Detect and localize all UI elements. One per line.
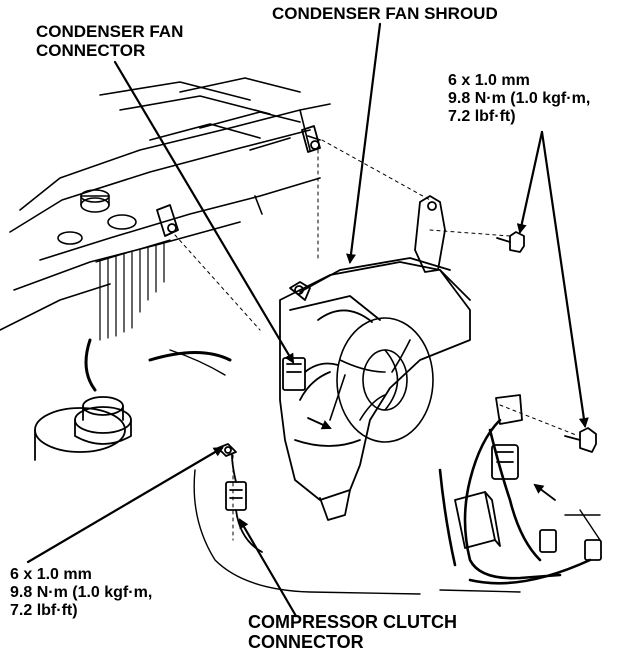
radiator-bracket-left <box>156 204 179 237</box>
fan-arrow <box>307 417 332 430</box>
bolt-spec-bottom-size: 6 x 1.0 mm <box>10 566 92 583</box>
harness-arrow <box>533 483 556 501</box>
bolt-spec-top-torque-metric: 9.8 N·m (1.0 kgf·m, <box>448 89 591 107</box>
harness-left <box>84 338 232 392</box>
radiator-fins <box>95 239 171 341</box>
bolt-spec-bottom-torque-imperial: 7.2 lbf·ft) <box>10 601 78 619</box>
bolt-spec-bottom-label: 6 x 1.0 mm 9.8 N·m (1.0 kgf·m, 7.2 lbf·f… <box>10 566 152 620</box>
reservoir-cap <box>34 396 132 461</box>
bolt-spec-top-torque-imperial: 7.2 lbf·ft) <box>448 107 516 125</box>
bolt-spec-top-size: 6 x 1.0 mm <box>448 72 530 89</box>
compressor-clutch-connector-label-line: CONNECTOR <box>248 632 364 653</box>
bolt-spec-bottom-torque-metric: 9.8 N·m (1.0 kgf·m, <box>10 583 153 601</box>
radiator-mounts <box>57 189 137 245</box>
condenser-fan-connector-label-line: CONNECTOR <box>36 41 146 61</box>
lower-housing <box>169 349 601 595</box>
condenser-fan-connector-label: CONDENSER FAN CONNECTOR <box>36 22 183 60</box>
bolt-upper <box>496 231 525 253</box>
bolt-lower <box>564 427 597 453</box>
compressor-clutch-connector-part <box>225 454 263 553</box>
shroud-upper-bracket <box>289 195 446 301</box>
condenser-fan-connector-label-line: CONDENSER FAN <box>36 22 184 41</box>
leader-lines <box>26 22 589 618</box>
fan-motor <box>329 317 434 443</box>
compressor-clutch-connector-label-line: COMPRESSOR CLUTCH <box>248 612 458 632</box>
bolt-spec-top-label: 6 x 1.0 mm 9.8 N·m (1.0 kgf·m, 7.2 lbf·f… <box>448 72 590 126</box>
relay-box <box>454 394 602 561</box>
condenser-fan-shroud-label: CONDENSER FAN SHROUD <box>272 4 498 23</box>
compressor-clutch-connector-label: COMPRESSOR CLUTCH CONNECTOR <box>248 612 457 652</box>
harness-right <box>438 418 592 585</box>
fan-shroud <box>279 257 471 521</box>
radiator-bracket-right <box>301 125 321 153</box>
radiator-frame <box>0 77 331 331</box>
